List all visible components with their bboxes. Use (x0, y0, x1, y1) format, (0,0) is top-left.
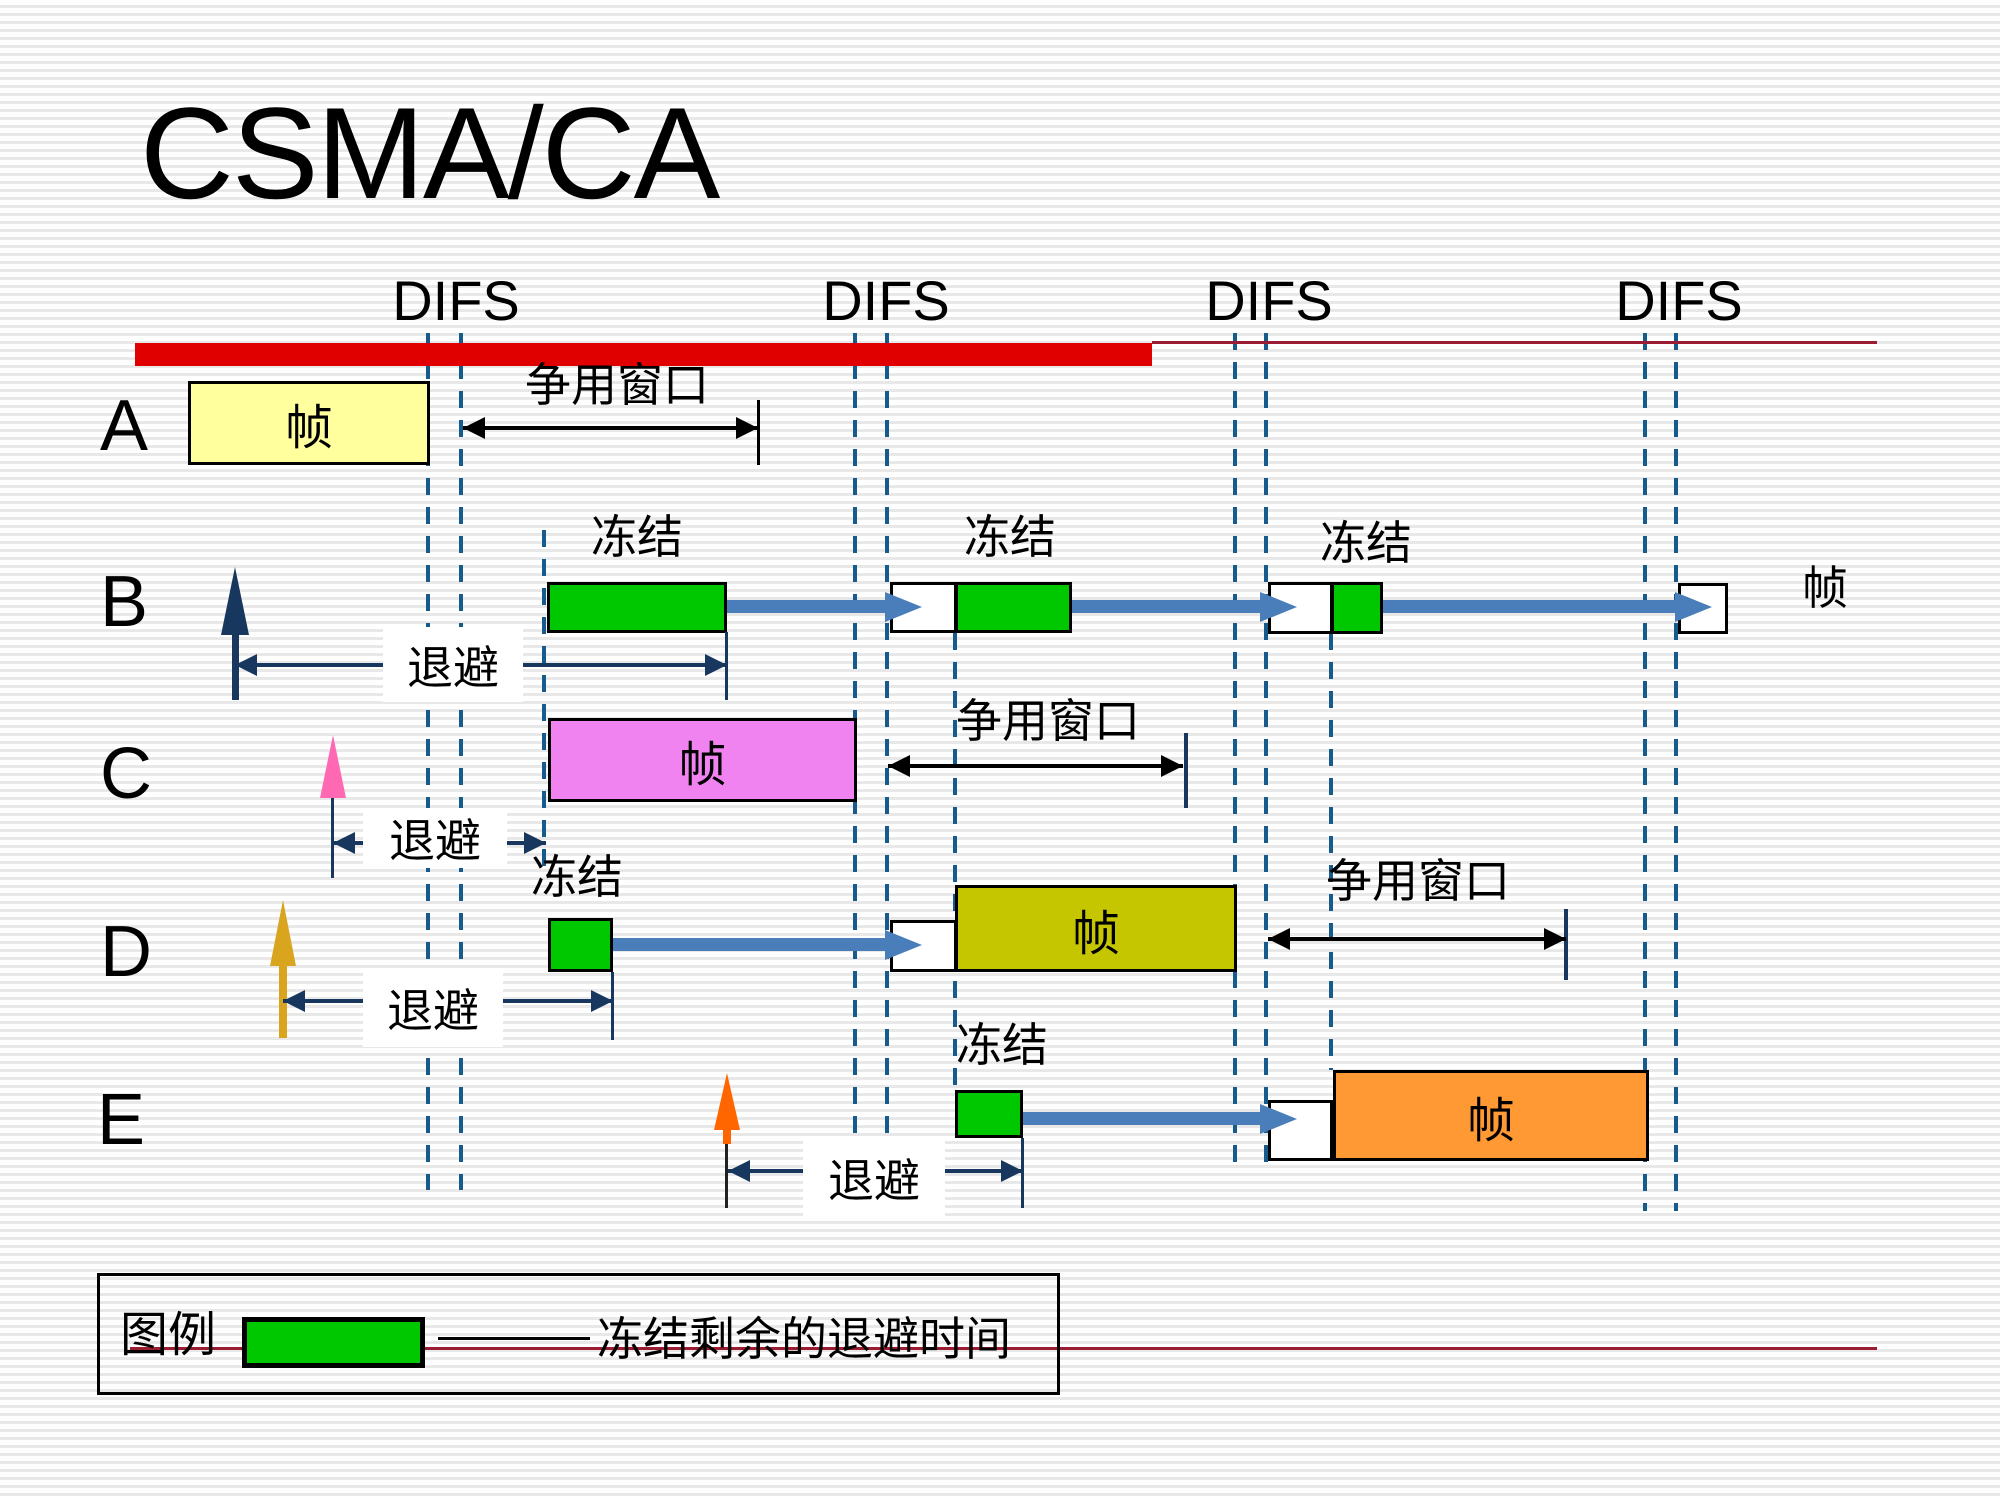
freeze-label-b3: 冻结 (1320, 517, 1412, 569)
backoff-label-d-text: 退避 (387, 984, 479, 1037)
backoff-label-d: 退避 (363, 968, 503, 1047)
frame-box-c-label: 帧 (678, 739, 727, 792)
difs3-dash-left (1233, 333, 1237, 1165)
contention-tick-c (1184, 733, 1188, 808)
backoff-label-e: 退避 (803, 1138, 945, 1217)
carry-arrow-b3-head (1675, 592, 1712, 622)
row-label-d: D (100, 912, 152, 992)
frame-label-b-right: 帧 (1802, 562, 1848, 614)
thin-red-line-top (1152, 341, 1877, 344)
carry-arrow-d-head (885, 930, 922, 960)
carry-arrow-b2 (1072, 600, 1260, 613)
backoff-label-e-text: 退避 (828, 1154, 920, 1207)
difs-label-3: DIFS (1205, 269, 1333, 332)
difs-label-2: DIFS (822, 269, 950, 332)
frame-box-e: 帧 (1333, 1070, 1649, 1161)
difs1-dash-left (426, 333, 430, 1190)
arrival-arrow-c-shaft (331, 798, 334, 878)
page-title: CSMA/CA (140, 80, 720, 226)
row-label-b: B (100, 562, 149, 642)
thin-red-line-bottom (130, 1347, 1877, 1350)
carry-arrow-e-head (1260, 1104, 1297, 1134)
freeze-start-dash-d (953, 633, 957, 1090)
backoff-label-b: 退避 (383, 627, 523, 702)
carry-arrow-b1-head (885, 592, 922, 622)
contention-tick-a (757, 400, 760, 465)
backoff-label-b-text: 退避 (407, 641, 499, 694)
carry-arrow-d (613, 938, 885, 951)
difs4-dash-right (1674, 333, 1678, 1211)
contention-window-label-d: 争用窗口 (1326, 855, 1510, 907)
legend-box (97, 1273, 1060, 1395)
arrival-arrow-e-shaft (723, 1130, 731, 1144)
arrival-arrow-e-tail (725, 1144, 728, 1208)
difs4-dash-left (1643, 333, 1647, 1211)
frame-box-d-label: 帧 (1071, 907, 1120, 961)
frame-box-e-label: 帧 (1466, 1094, 1515, 1148)
row-label-a: A (100, 386, 149, 466)
legend-title: 图例 (120, 1309, 217, 1362)
contention-window-label-c: 争用窗口 (956, 695, 1140, 747)
freeze-label-b2: 冻结 (964, 511, 1056, 563)
difs3-dash-right (1264, 333, 1268, 1165)
difs-label-1: DIFS (392, 269, 520, 332)
frame-box-a-label: 帧 (284, 402, 333, 455)
contention-window-label-a: 争用窗口 (525, 359, 709, 411)
freeze-box-d (548, 918, 613, 972)
freeze-box-b1 (547, 582, 727, 633)
frame-box-a: 帧 (188, 381, 430, 465)
carry-arrow-b3 (1383, 600, 1675, 613)
contention-tick-d (1564, 909, 1568, 980)
frame-box-c: 帧 (548, 718, 857, 802)
row-label-c: C (100, 734, 152, 814)
freeze-start-dash-e (1329, 633, 1333, 1070)
difs2-dash-right (885, 333, 889, 1137)
freeze-box-e (955, 1090, 1023, 1138)
carry-arrow-e (1023, 1112, 1260, 1125)
freeze-label-b1: 冻结 (591, 511, 683, 563)
difs-label-4: DIFS (1615, 269, 1743, 332)
channel-busy-bar (135, 343, 1152, 366)
row-label-e: E (97, 1080, 146, 1160)
legend-connector-line (438, 1337, 590, 1340)
arrival-arrow-b (221, 567, 249, 635)
frame-box-d: 帧 (955, 885, 1237, 972)
freeze-start-dash-c (542, 530, 546, 878)
difs1-dash-right (459, 333, 463, 1190)
arrival-arrow-e (714, 1073, 740, 1130)
backoff-label-c-text: 退避 (389, 815, 481, 867)
arrival-arrow-c (320, 735, 346, 798)
freeze-box-b2 (955, 582, 1072, 633)
legend-desc: 冻结剩余的退避时间 (597, 1313, 1011, 1365)
legend-freeze-swatch (242, 1317, 425, 1368)
freeze-label-e: 冻结 (956, 1019, 1048, 1071)
carry-arrow-b2-head (1260, 592, 1297, 622)
backoff-label-c: 退避 (363, 808, 507, 868)
freeze-box-b3 (1331, 582, 1383, 634)
carry-arrow-b1 (727, 600, 885, 613)
freeze-label-d: 冻结 (531, 851, 623, 903)
arrival-arrow-d (270, 900, 296, 966)
